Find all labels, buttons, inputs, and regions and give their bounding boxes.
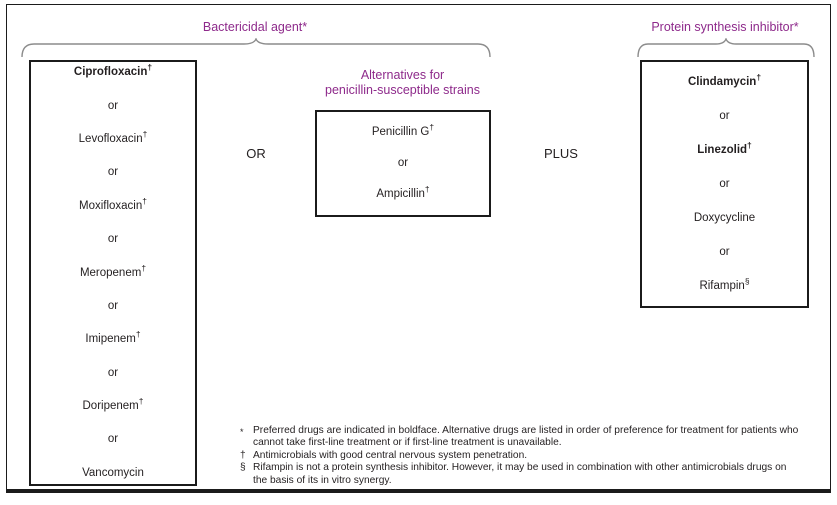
drug-meropenem: Meropenem†	[79, 262, 147, 279]
footnote-marker-dagger: †	[756, 71, 762, 82]
footnote-text: Preferred drugs are indicated in boldfac…	[253, 425, 799, 449]
footnote-text: Antimicrobials with good central nervous…	[253, 449, 528, 461]
footnote-marker-dagger: †	[240, 449, 246, 461]
alternatives-heading-line1: Alternatives for	[360, 68, 445, 82]
footnote-marker-dagger: †	[424, 184, 430, 195]
bactericidal-agent-heading: Bactericidal agent*	[202, 20, 308, 34]
or-separator: or	[719, 177, 730, 190]
drug-penicillin-g: Penicillin G†	[371, 122, 435, 138]
penicillin-alternatives-heading: Alternatives for penicillin-susceptible …	[300, 68, 505, 98]
footnote-marker-dagger: †	[142, 195, 147, 206]
drug-ciprofloxacin: Ciprofloxacin†	[73, 62, 153, 79]
drug-clindamycin: Clindamycin†	[687, 71, 762, 88]
footnote-marker-asterisk: *	[240, 427, 244, 437]
protein-synthesis-inhibitor-box: Clindamycin† or Linezolid† or Doxycyclin…	[640, 60, 809, 308]
drug-moxifloxacin: Moxifloxacin†	[78, 195, 147, 212]
footnote-item: * Preferred drugs are indicated in boldf…	[240, 425, 800, 450]
drug-rifampin: Rifampin§	[699, 275, 750, 292]
drug-levofloxacin: Levofloxacin†	[78, 129, 148, 145]
footnote-text: Rifampin is not a protein synthesis inhi…	[253, 462, 787, 486]
or-separator: or	[107, 433, 119, 446]
footnote-marker-dagger: †	[141, 262, 147, 273]
or-separator: or	[107, 299, 119, 312]
or-separator: or	[719, 109, 730, 122]
penicillin-alternatives-box: Penicillin G† or Ampicillin†	[315, 110, 491, 217]
footnote-marker-section: §	[744, 275, 750, 286]
or-separator: or	[107, 233, 119, 246]
or-separator: or	[107, 166, 119, 179]
footnotes-block: * Preferred drugs are indicated in boldf…	[240, 425, 800, 487]
footnote-marker-section: §	[240, 462, 246, 474]
protein-synthesis-brace-icon	[637, 38, 815, 58]
drug-ampicillin: Ampicillin†	[376, 184, 430, 200]
footnote-item: † Antimicrobials with good central nervo…	[240, 450, 800, 462]
plus-connector-label: PLUS	[544, 146, 578, 161]
drug-imipenem: Imipenem†	[85, 329, 141, 346]
or-separator: or	[107, 366, 119, 379]
drug-doripenem: Doripenem†	[82, 396, 144, 412]
drug-linezolid: Linezolid†	[697, 139, 752, 156]
bactericidal-brace-icon	[21, 38, 491, 58]
alternatives-heading-line2: penicillin-susceptible strains	[325, 83, 480, 97]
or-separator: or	[107, 99, 119, 112]
footnote-item: § Rifampin is not a protein synthesis in…	[240, 462, 800, 487]
drug-vancomycin: Vancomycin	[82, 466, 144, 479]
footnote-marker-dagger: †	[135, 329, 141, 340]
or-separator: or	[719, 245, 730, 258]
footnote-marker-dagger: †	[747, 139, 752, 150]
footnote-marker-dagger: †	[429, 122, 435, 133]
drug-doxycycline: Doxycycline	[693, 211, 756, 224]
or-separator: or	[397, 157, 409, 169]
footnote-marker-dagger: †	[147, 62, 153, 73]
footnote-marker-dagger: †	[138, 396, 144, 407]
protein-synthesis-inhibitor-heading: Protein synthesis inhibitor*	[651, 20, 799, 34]
bactericidal-agent-box: Ciprofloxacin† or Levofloxacin† or Moxif…	[29, 60, 197, 486]
or-connector-label: OR	[246, 146, 266, 161]
footnote-marker-dagger: †	[142, 129, 148, 140]
